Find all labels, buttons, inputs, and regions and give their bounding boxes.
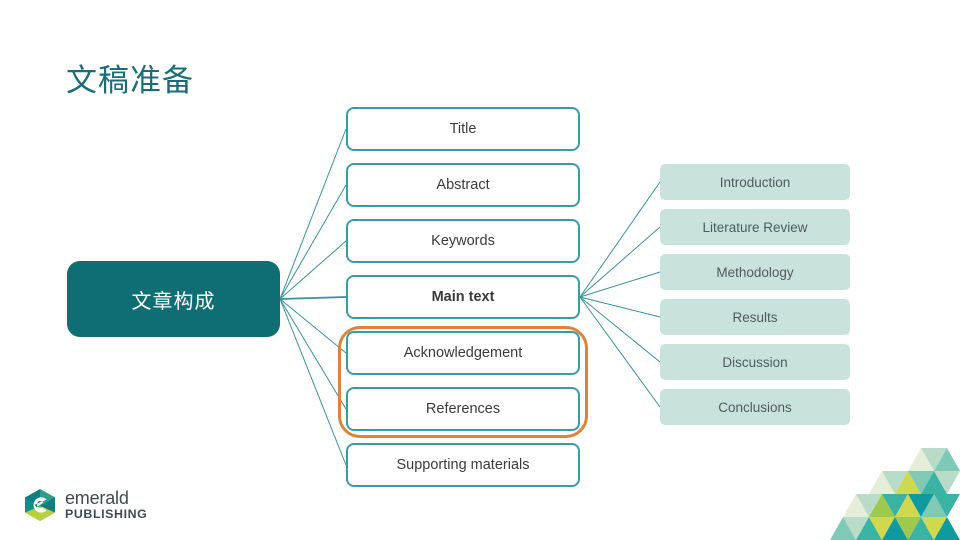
logo-wordmark: emerald PUBLISHING (65, 489, 147, 520)
section-box-title[interactable]: Title (346, 107, 580, 151)
subsection-box-introduction[interactable]: Introduction (660, 164, 850, 200)
emerald-publishing-logo: emerald PUBLISHING (22, 487, 147, 523)
subsection-box-conclusions[interactable]: Conclusions (660, 389, 850, 425)
section-box-keywords[interactable]: Keywords (346, 219, 580, 263)
section-label: Supporting materials (396, 457, 530, 473)
section-label: Main text (431, 289, 495, 305)
subsection-label: Results (732, 309, 778, 325)
section-box-acknowledgement[interactable]: Acknowledgement (346, 331, 580, 375)
logo-word-emerald: emerald (65, 488, 129, 509)
triangle-mosaic-decoration (830, 448, 960, 540)
section-label: Title (449, 121, 477, 137)
right-column: Introduction Literature Review Methodolo… (660, 164, 850, 434)
subsection-label: Introduction (719, 174, 791, 190)
section-box-abstract[interactable]: Abstract (346, 163, 580, 207)
section-label: References (425, 401, 501, 417)
section-label: Acknowledgement (403, 345, 523, 361)
subsection-box-discussion[interactable]: Discussion (660, 344, 850, 380)
section-label: Keywords (431, 233, 495, 249)
subsection-label: Conclusions (718, 399, 792, 415)
highlight-outline (338, 326, 588, 438)
section-box-main-text[interactable]: Main text (346, 275, 580, 319)
root-node-label: 文章构成 (131, 290, 216, 313)
subsection-label: Discussion (722, 354, 788, 370)
subsection-box-literature-review[interactable]: Literature Review (660, 209, 850, 245)
middle-column: Title Abstract Keywords Main text Acknow… (346, 107, 580, 499)
subsection-box-results[interactable]: Results (660, 299, 850, 335)
subsection-label: Methodology (716, 264, 794, 280)
section-box-supporting-materials[interactable]: Supporting materials (346, 443, 580, 487)
subsection-box-methodology[interactable]: Methodology (660, 254, 850, 290)
logo-word-publishing: PUBLISHING (65, 507, 148, 522)
section-box-references[interactable]: References (346, 387, 580, 431)
emerald-hexagon-icon (22, 487, 58, 523)
root-node-article-structure[interactable]: 文章构成 (67, 261, 280, 337)
page-title: 文稿准备 (66, 63, 194, 98)
subsection-label: Literature Review (702, 219, 808, 235)
section-label: Abstract (436, 177, 490, 193)
